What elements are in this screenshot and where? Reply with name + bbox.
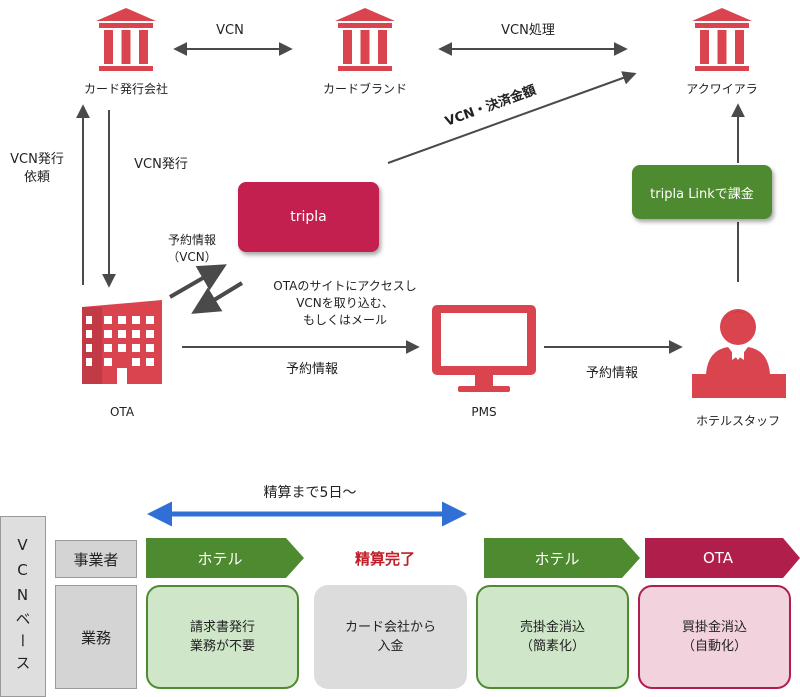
ota-label: OTA <box>109 405 135 419</box>
tripla-box: tripla <box>238 182 379 252</box>
card-deposit-from-card-company: カード会社から 入金 <box>314 585 467 689</box>
edge-label-ota-access-2: VCNを取り込む、 <box>296 296 394 310</box>
flow-arrows <box>76 42 745 354</box>
card-brand-label: カードブランド <box>322 82 407 96</box>
chevron-ota-label: OTA <box>702 549 734 567</box>
edge-label-vcn: VCN <box>216 23 244 38</box>
hotel-staff-label: ホテルスタッフ <box>695 414 780 428</box>
edge-label-vcn-issue: VCN発行 <box>134 157 188 172</box>
edge-label-ota-access-3: もしくはメール <box>302 313 387 327</box>
building-icon-ota <box>82 300 162 384</box>
acquirer-label: アクワイアラ <box>686 82 758 96</box>
vcn-base-vertical-label: VCNベース <box>0 516 46 697</box>
card-issuer-label: カード発行会社 <box>83 82 168 96</box>
settlement-period-label: 精算まで5日～ <box>263 485 357 501</box>
staff-icon-hotel <box>692 309 786 398</box>
edge-label-reservation-vcn-1: 予約情報 <box>167 233 216 247</box>
edge-label-vcn-request-1: VCN発行 <box>10 152 64 167</box>
row-label-work: 業務 <box>55 585 137 689</box>
chevron-ota <box>645 538 800 578</box>
card-payable-clearing: 買掛金消込 （自動化） <box>638 585 791 689</box>
settlement-complete-label: 精算完了 <box>354 550 415 568</box>
chevron-hotel-2 <box>484 538 640 578</box>
row-label-operator: 事業者 <box>55 540 137 578</box>
chevron-hotel-1-label: ホテル <box>197 549 243 568</box>
edge-label-reservation-vcn-2: （VCN） <box>167 250 217 264</box>
edge-label-vcn-processing: VCN処理 <box>501 23 555 38</box>
chevron-hotel-1 <box>146 538 304 578</box>
edge-label-ota-pms: 予約情報 <box>285 362 338 377</box>
monitor-icon-pms <box>432 305 536 392</box>
edge-label-pms-staff: 予約情報 <box>585 366 638 381</box>
bank-icon-acquirer <box>692 8 752 71</box>
edge-label-ota-access-1: OTAのサイトにアクセスし <box>273 279 417 293</box>
card-invoice-not-needed: 請求書発行 業務が不要 <box>146 585 299 689</box>
bank-icon-card-brand <box>335 8 395 71</box>
edge-label-vcn-request-2: 依頼 <box>23 170 50 185</box>
tripla-link-box: tripla Linkで課金 <box>632 165 772 219</box>
pms-label: PMS <box>471 405 497 419</box>
card-receivable-clearing: 売掛金消込 （簡素化） <box>476 585 629 689</box>
tripla-exchange-arrows <box>169 264 244 314</box>
chevron-hotel-2-label: ホテル <box>534 549 580 568</box>
bank-icon-card-issuer <box>96 8 156 71</box>
